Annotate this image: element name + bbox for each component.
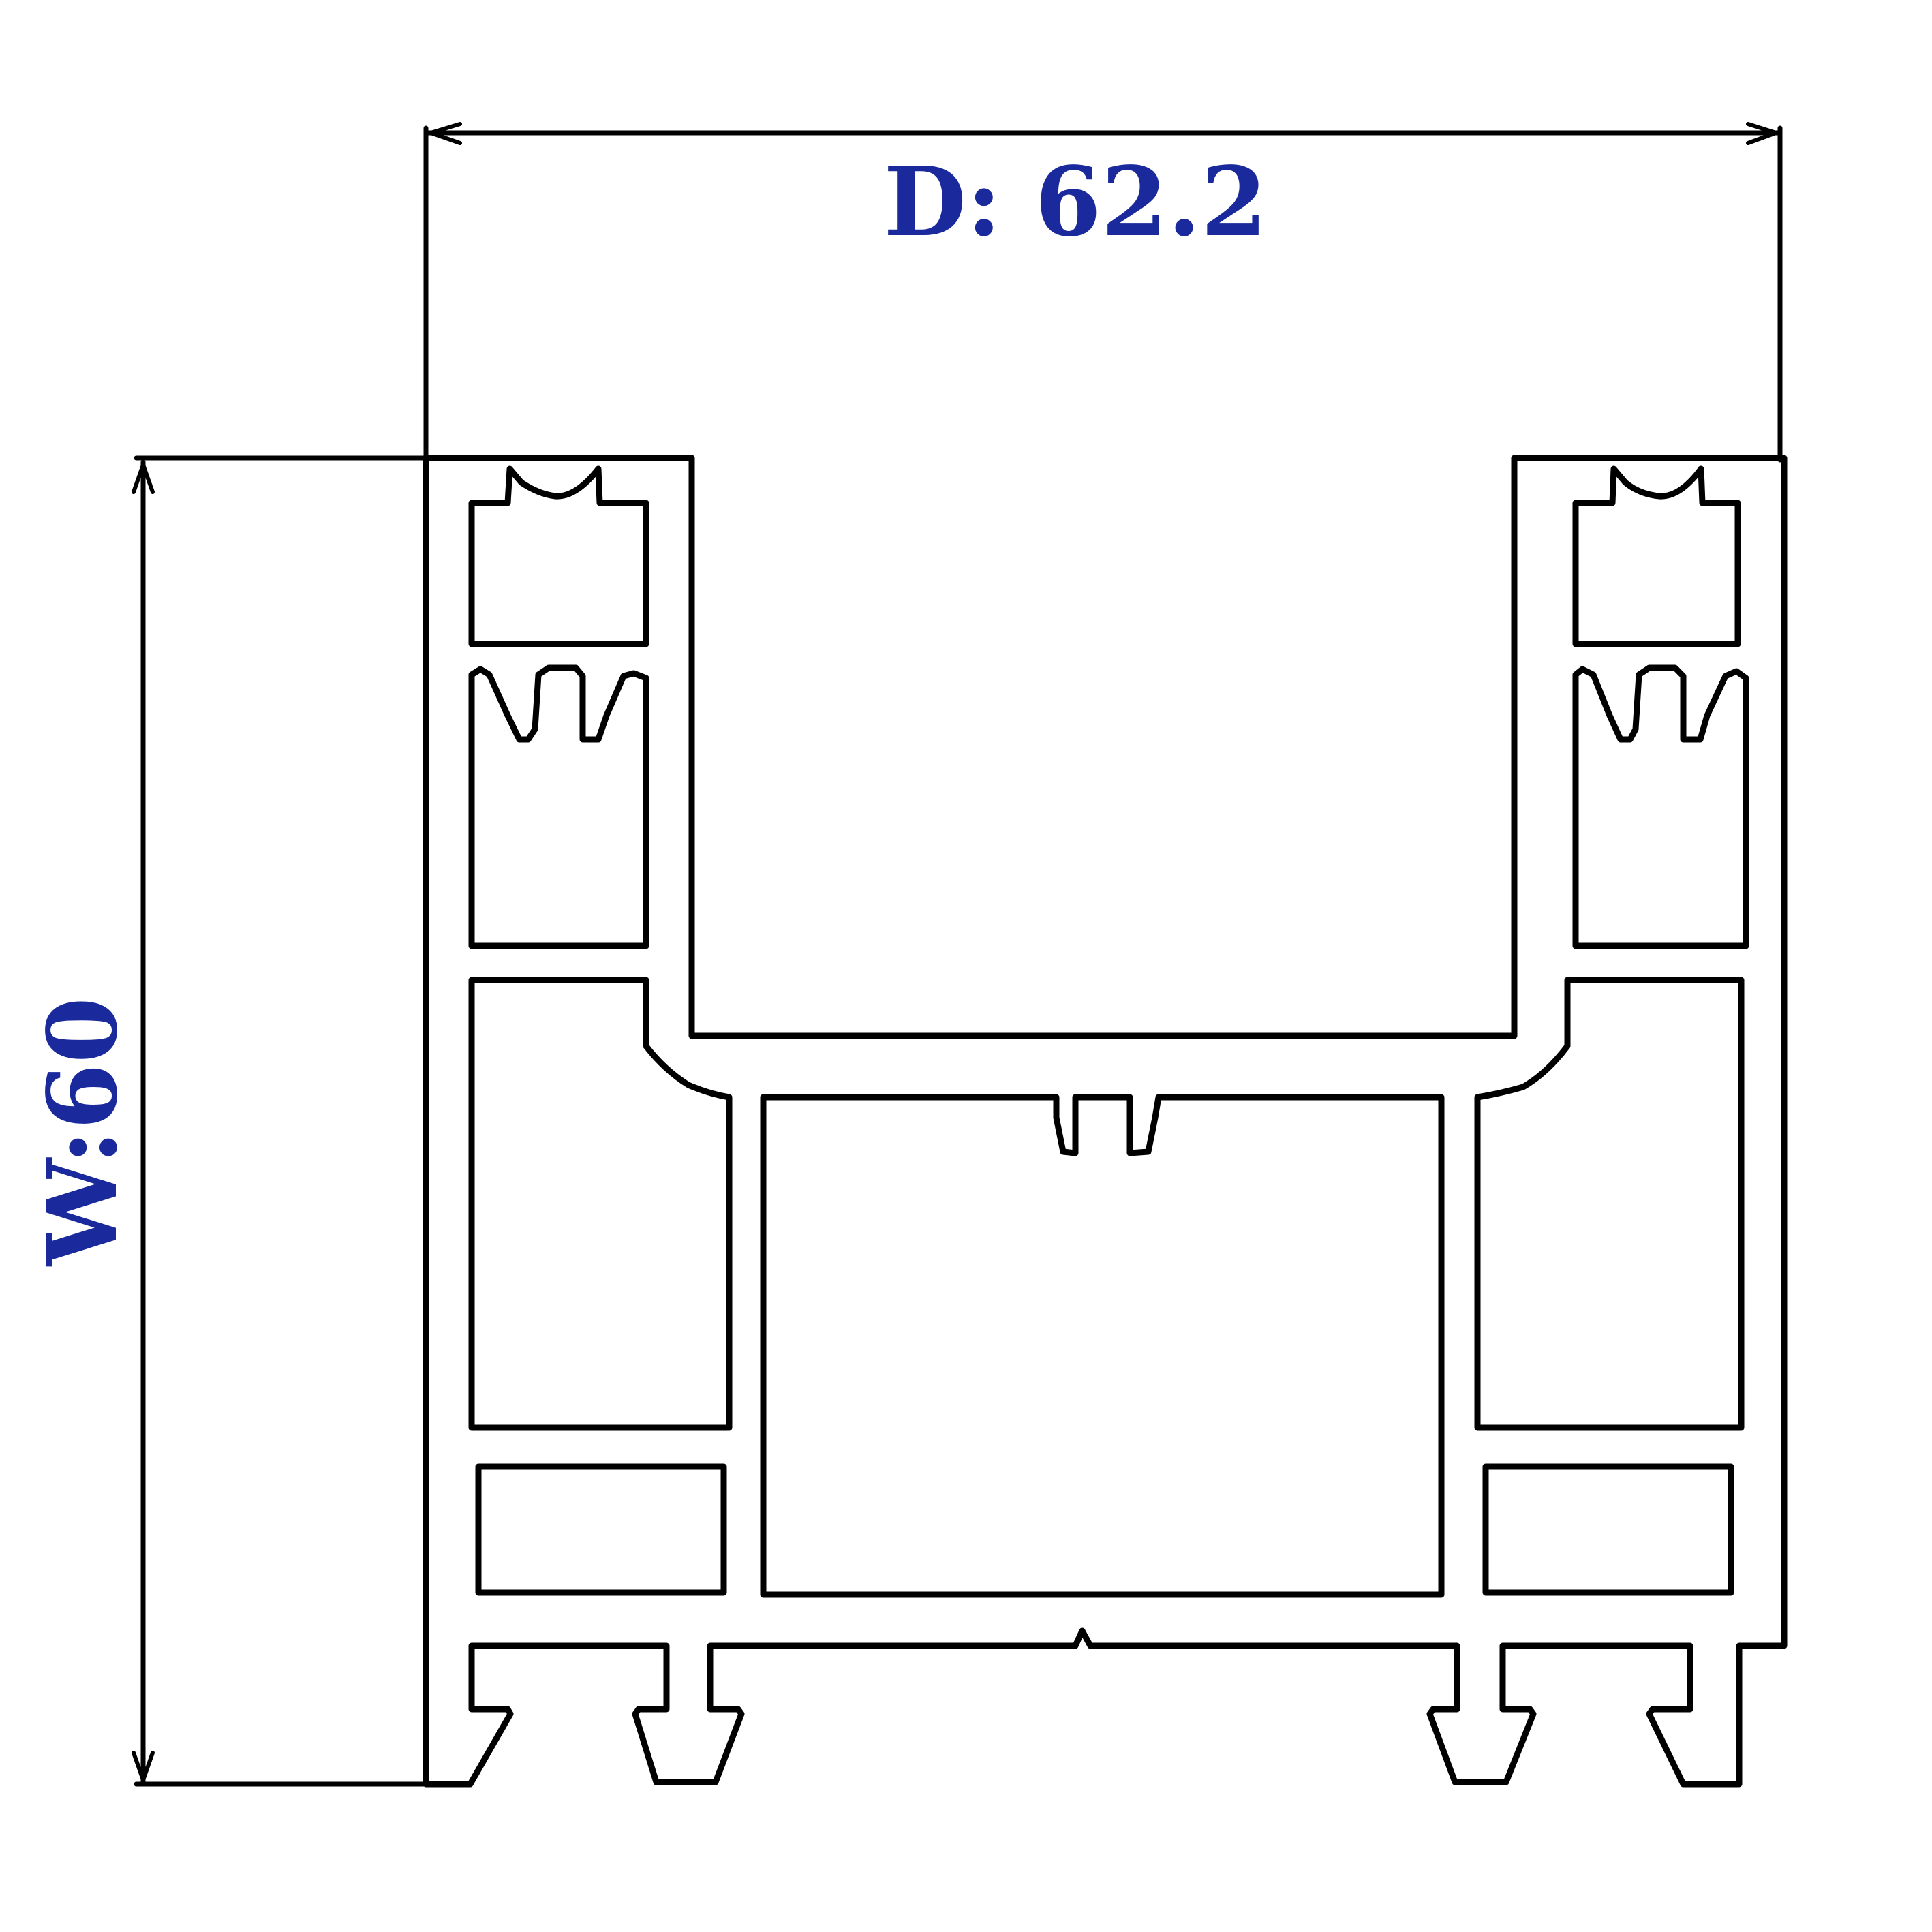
right-top-chamber bbox=[1572, 465, 1741, 647]
profile-outer-outline bbox=[423, 455, 1788, 1788]
left-third-chamber bbox=[468, 977, 733, 1431]
left-bottom-chamber bbox=[475, 1463, 727, 1596]
depth-dimension: D: 62.2 bbox=[423, 122, 1783, 463]
depth-arrow-right bbox=[1746, 122, 1778, 145]
depth-label: D: 62.2 bbox=[884, 147, 1268, 258]
width-label: W:60 bbox=[27, 997, 139, 1267]
width-arrow-top bbox=[132, 463, 155, 494]
left-top-chamber bbox=[468, 465, 649, 647]
right-second-chamber bbox=[1572, 664, 1749, 949]
depth-arrow-left bbox=[429, 122, 462, 145]
width-arrow-bottom bbox=[132, 1751, 155, 1782]
right-bottom-chamber bbox=[1482, 1463, 1734, 1596]
left-second-chamber bbox=[468, 664, 649, 949]
right-third-chamber bbox=[1474, 977, 1745, 1431]
width-dimension: W:60 bbox=[27, 455, 473, 1787]
center-chamber bbox=[760, 1094, 1445, 1598]
